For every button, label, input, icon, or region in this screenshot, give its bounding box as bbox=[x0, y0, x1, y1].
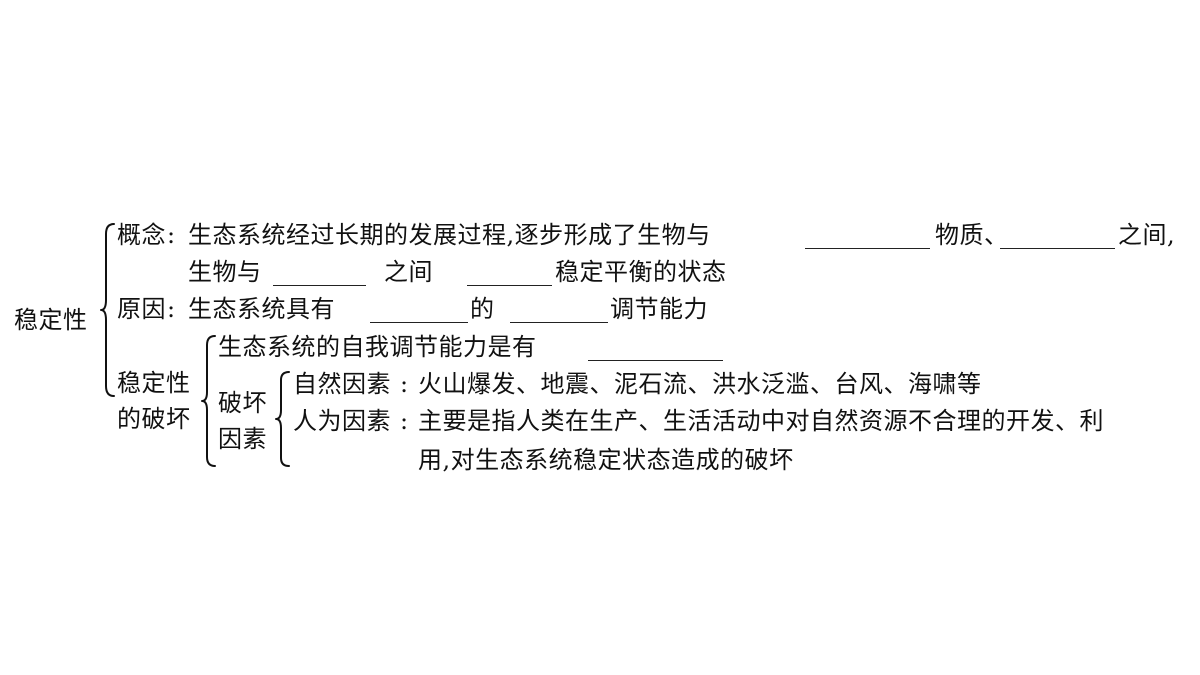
blank-input[interactable] bbox=[805, 248, 930, 249]
natural-text: 火山爆发、地震、泥石流、洪水泛滥、台风、海啸等 bbox=[418, 370, 982, 398]
concept-label: 概念 bbox=[117, 221, 166, 249]
concept-text-2a: 生物与 bbox=[188, 258, 262, 286]
destruction-label-2: 的破坏 bbox=[117, 405, 191, 433]
destruction-brace bbox=[201, 335, 216, 467]
human-text-1: 主要是指人类在生产、生活活动中对自然资源不合理的开发、利 bbox=[418, 407, 1104, 435]
concept-text-1c: 之间, bbox=[1118, 221, 1176, 249]
cause-colon: : bbox=[167, 295, 176, 323]
cause-text-c: 调节能力 bbox=[610, 295, 708, 323]
natural-label: 自然因素 bbox=[293, 370, 391, 398]
factors-label-1: 破坏 bbox=[218, 389, 267, 417]
blank-input[interactable] bbox=[588, 360, 723, 361]
cause-label: 原因 bbox=[117, 295, 166, 323]
concept-text-1b: 物质、 bbox=[935, 221, 1009, 249]
concept-text-1a: 生态系统经过长期的发展过程,逐步形成了生物与 bbox=[188, 221, 711, 249]
concept-text-2c: 稳定平衡的状态 bbox=[555, 258, 727, 286]
main-brace bbox=[100, 223, 115, 397]
blank-input[interactable] bbox=[273, 285, 366, 286]
blank-input[interactable] bbox=[510, 322, 608, 323]
cause-text-a: 生态系统具有 bbox=[188, 295, 335, 323]
destruction-label-1: 稳定性 bbox=[117, 369, 191, 397]
concept-colon: : bbox=[167, 221, 176, 249]
limit-text: 生态系统的自我调节能力是有 bbox=[218, 333, 537, 361]
natural-colon: : bbox=[400, 370, 409, 398]
blank-input[interactable] bbox=[1000, 248, 1115, 249]
root-label: 稳定性 bbox=[14, 306, 88, 334]
factors-label-2: 因素 bbox=[218, 425, 267, 453]
blank-input[interactable] bbox=[370, 322, 468, 323]
concept-text-2b: 之间 bbox=[384, 258, 433, 286]
blank-input[interactable] bbox=[467, 285, 552, 286]
factors-brace bbox=[275, 371, 290, 467]
human-colon: : bbox=[400, 407, 409, 435]
human-label: 人为因素 bbox=[293, 407, 391, 435]
human-text-2: 用,对生态系统稳定状态造成的破坏 bbox=[418, 446, 794, 474]
cause-text-b: 的 bbox=[470, 295, 495, 323]
